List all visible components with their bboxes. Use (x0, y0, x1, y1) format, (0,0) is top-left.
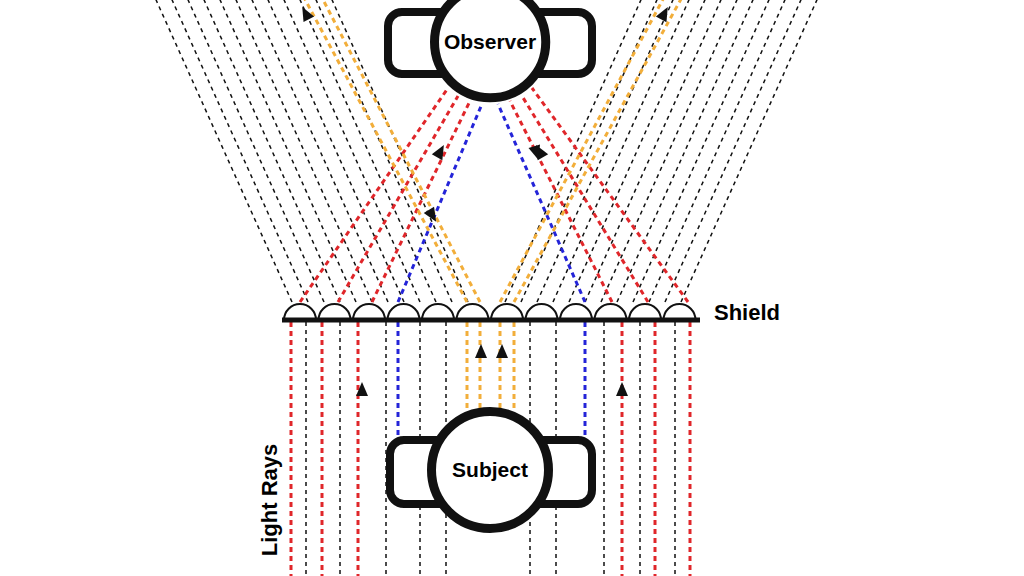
light-ray-orange (513, 322, 516, 412)
light-ray (385, 322, 387, 576)
head-label: Observer (444, 30, 536, 54)
arrow-head (356, 382, 368, 396)
light-ray (603, 322, 605, 576)
light-ray-orange (479, 322, 482, 412)
light-ray-red (532, 88, 688, 302)
arrow-head (297, 4, 314, 22)
light-ray-orange (499, 322, 502, 412)
light-ray (264, 0, 404, 302)
head-circle (434, 0, 545, 98)
light-ray (339, 322, 341, 576)
light-ray-red (510, 101, 612, 302)
arrow-head (616, 382, 628, 396)
light-ray (152, 0, 292, 302)
light-ray (674, 322, 676, 576)
light-ray (248, 0, 388, 302)
light-ray-blue (498, 104, 585, 302)
light-ray (649, 0, 789, 302)
light-ray (216, 0, 356, 302)
light-ray-red (689, 322, 692, 576)
light-rays-label: Light Rays (257, 444, 283, 556)
light-ray (665, 0, 805, 302)
light-ray-red (654, 322, 657, 576)
shield-label: Shield (714, 300, 780, 326)
arrow-head (475, 344, 487, 358)
arrow-head (496, 344, 508, 358)
head-circle (432, 412, 549, 529)
light-ray-blue (398, 104, 482, 302)
light-ray-red (372, 101, 470, 302)
subject-head: Subject (427, 407, 553, 533)
light-ray (639, 322, 641, 576)
light-ray-red (621, 322, 624, 576)
light-ray (681, 0, 821, 302)
observer-head: Observer (430, 0, 550, 102)
arrow-head (432, 142, 449, 160)
light-ray-blue (584, 322, 587, 445)
light-ray-blue (397, 322, 400, 445)
light-ray (601, 0, 741, 302)
light-ray-orange (466, 322, 469, 412)
light-ray (232, 0, 372, 302)
light-ray-red (290, 322, 293, 576)
shield-bar (282, 318, 700, 323)
light-ray (184, 0, 324, 302)
arrow-head (424, 207, 441, 225)
arrow-head (529, 145, 545, 162)
head-label: Subject (452, 458, 528, 482)
light-ray-red (321, 322, 324, 576)
light-ray (200, 0, 340, 302)
light-ray-red (338, 96, 458, 302)
light-ray (168, 0, 308, 302)
light-ray (305, 322, 307, 576)
arrow-head (656, 4, 673, 22)
light-ray-red (357, 322, 360, 576)
